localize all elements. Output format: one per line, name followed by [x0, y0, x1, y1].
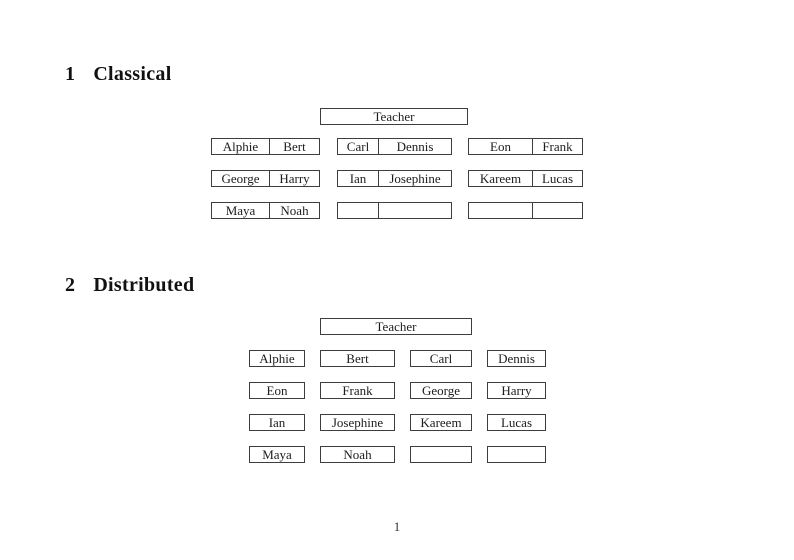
desk-seat: Alphie: [259, 351, 295, 366]
desk: [337, 202, 452, 219]
desk-seat: Frank: [542, 139, 573, 154]
desk-seat: Noah: [280, 203, 309, 218]
desk: Frank: [320, 382, 395, 399]
desk-seat: Lucas: [500, 415, 533, 430]
desk: Ian: [249, 414, 305, 431]
desk-seat: Carl: [338, 139, 379, 154]
desk: Noah: [320, 446, 395, 463]
desk-seat: George: [212, 171, 270, 186]
desk-seat: [533, 203, 582, 218]
desk: Carl Dennis: [337, 138, 452, 155]
desk-seat: Lucas: [541, 171, 574, 186]
heading-title: Distributed: [93, 274, 195, 296]
desk: [410, 446, 472, 463]
desk-seat: Bert: [346, 351, 369, 366]
desk: Ian Josephine: [337, 170, 452, 187]
page-number: 1: [393, 519, 401, 534]
desk-seat: George: [421, 383, 461, 398]
desk: George Harry: [211, 170, 320, 187]
desk: Josephine: [320, 414, 395, 431]
desk: [487, 446, 546, 463]
desk: Harry: [487, 382, 546, 399]
desk-seat: Frank: [342, 383, 373, 398]
desk: Alphie Bert: [211, 138, 320, 155]
desk-seat: Josephine: [389, 171, 441, 186]
heading-number: 1: [65, 63, 76, 85]
desk-seat: Ian: [338, 171, 379, 186]
desk-seat: Kareem: [420, 415, 462, 430]
desk: Alphie: [249, 350, 305, 367]
desk-seat: Harry: [279, 171, 310, 186]
desk-seat: [379, 203, 451, 218]
desk-seat: [411, 447, 471, 462]
desk: Carl: [410, 350, 472, 367]
desk: Kareem: [410, 414, 472, 431]
desk: Eon Frank: [468, 138, 583, 155]
desk-seat: Ian: [268, 415, 286, 430]
teacher-box: Teacher: [320, 108, 468, 125]
desk-seat: Harry: [501, 383, 532, 398]
heading-number: 2: [65, 274, 76, 296]
desk-seat: [338, 203, 379, 218]
desk-seat: Eon: [266, 383, 288, 398]
teacher-label: Teacher: [373, 108, 415, 124]
desk-seat: Bert: [283, 139, 306, 154]
desk-seat: Noah: [343, 447, 372, 462]
desk-seat: Josephine: [331, 415, 384, 430]
section-heading-classical: 1 Classical: [65, 63, 172, 86]
heading-title: Classical: [93, 63, 172, 85]
desk: Dennis: [487, 350, 546, 367]
desk-seat: Dennis: [498, 351, 535, 366]
desk-seat: Carl: [429, 351, 453, 366]
desk-seat: Alphie: [212, 139, 270, 154]
desk-seat: Maya: [212, 203, 270, 218]
desk-seat: [488, 447, 545, 462]
desk: Maya: [249, 446, 305, 463]
desk: [468, 202, 583, 219]
desk: Eon: [249, 382, 305, 399]
desk-seat: Maya: [262, 447, 292, 462]
teacher-label: Teacher: [375, 318, 417, 334]
teacher-box: Teacher: [320, 318, 472, 335]
section-heading-distributed: 2 Distributed: [65, 274, 194, 297]
desk: Bert: [320, 350, 395, 367]
desk-seat: Eon: [469, 139, 533, 154]
desk: George: [410, 382, 472, 399]
desk: Kareem Lucas: [468, 170, 583, 187]
desk-seat: Dennis: [396, 139, 434, 154]
desk-seat: [469, 203, 533, 218]
desk: Lucas: [487, 414, 546, 431]
desk-seat: Kareem: [469, 171, 533, 186]
desk: Maya Noah: [211, 202, 320, 219]
